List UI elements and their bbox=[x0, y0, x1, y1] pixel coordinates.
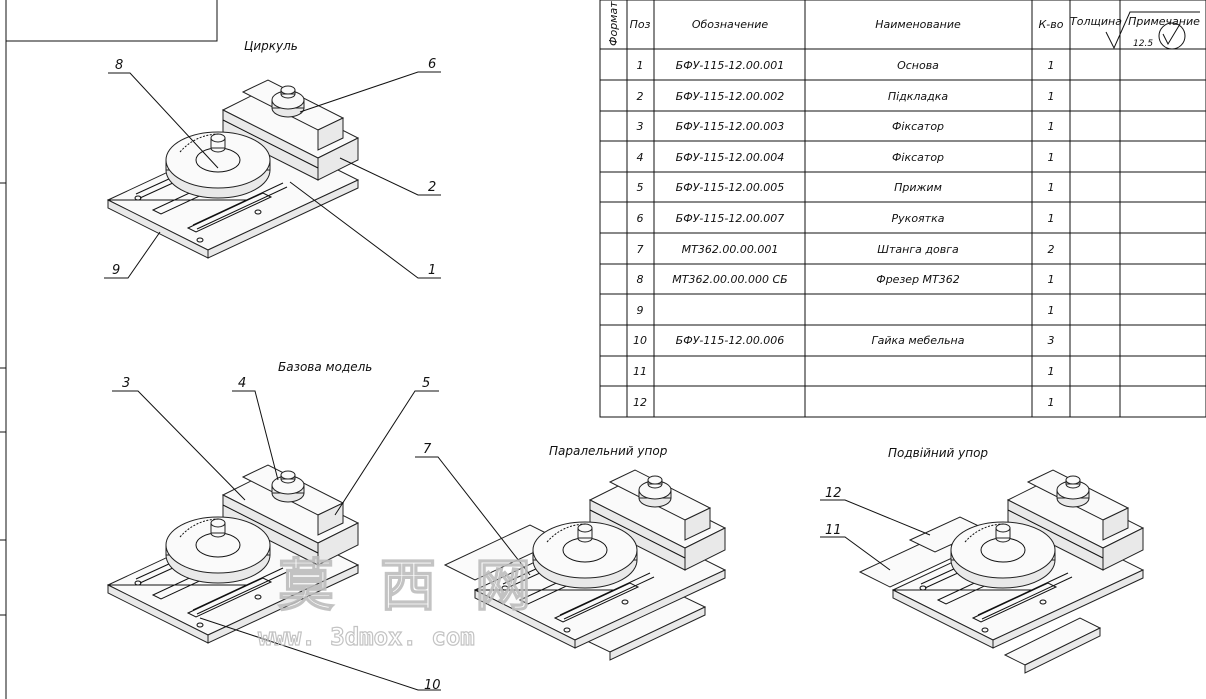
table-row: 11 1 bbox=[633, 365, 1055, 378]
svg-text:Штанга довга: Штанга довга bbox=[877, 243, 959, 256]
view-title-base: Базова модель bbox=[278, 360, 372, 374]
compass-assembly bbox=[107, 79, 359, 259]
table-row: 2 БФУ-115-12.00.002 Підкладка 1 bbox=[637, 90, 1055, 103]
header-qty: К-во bbox=[1039, 18, 1064, 31]
svg-text:1: 1 bbox=[637, 59, 644, 72]
watermark: 莫 西 网 www. 3dmox. com bbox=[257, 553, 531, 651]
svg-text:Фрезер МТ362: Фрезер МТ362 bbox=[876, 273, 960, 286]
callout-9: 9 bbox=[112, 263, 120, 278]
svg-text:Гайка мебельна: Гайка мебельна bbox=[872, 334, 965, 347]
callout-3: 3 bbox=[122, 376, 130, 391]
svg-text:1: 1 bbox=[1048, 59, 1055, 72]
header-format: Формат bbox=[607, 1, 620, 46]
svg-text:3: 3 bbox=[637, 120, 644, 133]
svg-text:Підкладка: Підкладка bbox=[888, 90, 949, 103]
watermark-url: www. 3dmox. com bbox=[258, 623, 475, 651]
table-row: 1 БФУ-115-12.00.001 Основа 1 bbox=[637, 59, 1055, 72]
callout-1: 1 bbox=[428, 263, 436, 278]
view-title-double: Подвійний упор bbox=[888, 446, 988, 460]
svg-text:МТ362.00.00.000 СБ: МТ362.00.00.000 СБ bbox=[672, 273, 787, 286]
table-row: 7 МТ362.00.00.001 Штанга довга 2 bbox=[637, 243, 1055, 256]
table-row: 6 БФУ-115-12.00.007 Рукоятка 1 bbox=[637, 212, 1055, 225]
svg-text:9: 9 bbox=[637, 304, 644, 317]
svg-text:Прижим: Прижим bbox=[894, 181, 942, 194]
callout-8: 8 bbox=[115, 58, 123, 73]
header-thickness: Толщина bbox=[1070, 15, 1122, 28]
svg-text:1: 1 bbox=[1048, 181, 1055, 194]
header-name: Наименование bbox=[875, 18, 961, 31]
view-title-parallel: Паралельний упор bbox=[549, 444, 668, 458]
svg-text:1: 1 bbox=[1048, 120, 1055, 133]
callout-2: 2 bbox=[428, 180, 436, 195]
table-row: 5 БФУ-115-12.00.005 Прижим 1 bbox=[637, 181, 1055, 194]
callout-12: 12 bbox=[825, 486, 842, 501]
svg-text:Основа: Основа bbox=[897, 59, 939, 72]
watermark-char: 莫 bbox=[278, 554, 334, 619]
callout-4: 4 bbox=[238, 376, 246, 391]
svg-text:2: 2 bbox=[1048, 243, 1055, 256]
table-row: 10 БФУ-115-12.00.006 Гайка мебельна 3 bbox=[633, 334, 1055, 347]
svg-text:12: 12 bbox=[633, 396, 647, 409]
svg-text:1: 1 bbox=[1048, 304, 1055, 317]
view-title-compass: Циркуль bbox=[244, 39, 298, 53]
header-code: Обозначение bbox=[692, 18, 769, 31]
svg-text:Фіксатор: Фіксатор bbox=[892, 151, 944, 164]
svg-text:1: 1 bbox=[1048, 151, 1055, 164]
svg-text:БФУ-115-12.00.004: БФУ-115-12.00.004 bbox=[676, 151, 785, 164]
svg-text:БФУ-115-12.00.005: БФУ-115-12.00.005 bbox=[676, 181, 785, 194]
svg-text:12.5: 12.5 bbox=[1133, 39, 1153, 49]
callout-5: 5 bbox=[422, 376, 430, 391]
svg-text:БФУ-115-12.00.003: БФУ-115-12.00.003 bbox=[676, 120, 785, 133]
specification-table: Формат Поз Обозначение Наименование К-во… bbox=[599, 0, 1206, 418]
callout-11: 11 bbox=[825, 523, 842, 538]
svg-text:БФУ-115-12.00.002: БФУ-115-12.00.002 bbox=[676, 90, 785, 103]
header-note: Примечание bbox=[1128, 15, 1200, 28]
callout-7: 7 bbox=[423, 442, 432, 457]
svg-text:Фіксатор: Фіксатор bbox=[892, 120, 944, 133]
svg-text:МТ362.00.00.001: МТ362.00.00.001 bbox=[682, 243, 779, 256]
svg-text:1: 1 bbox=[1048, 396, 1055, 409]
callout-10: 10 bbox=[424, 678, 441, 693]
svg-text:БФУ-115-12.00.007: БФУ-115-12.00.007 bbox=[676, 212, 785, 225]
svg-text:8: 8 bbox=[637, 273, 644, 286]
svg-text:10: 10 bbox=[633, 334, 647, 347]
callout-6: 6 bbox=[428, 57, 436, 72]
table-row: 12 1 bbox=[633, 396, 1055, 409]
svg-text:6: 6 bbox=[637, 212, 644, 225]
svg-text:2: 2 bbox=[637, 90, 644, 103]
svg-text:4: 4 bbox=[637, 151, 644, 164]
header-pos: Поз bbox=[630, 18, 651, 31]
svg-text:1: 1 bbox=[1048, 212, 1055, 225]
watermark-char: 西 bbox=[380, 554, 436, 619]
svg-text:11: 11 bbox=[633, 365, 647, 378]
svg-text:1: 1 bbox=[1048, 365, 1055, 378]
svg-text:5: 5 bbox=[637, 181, 644, 194]
svg-text:3: 3 bbox=[1048, 334, 1055, 347]
table-row: 9 1 bbox=[637, 304, 1055, 317]
table-row: 4 БФУ-115-12.00.004 Фіксатор 1 bbox=[637, 151, 1055, 164]
watermark-char: 网 bbox=[475, 554, 531, 619]
svg-text:Рукоятка: Рукоятка bbox=[892, 212, 945, 225]
table-row: 3 БФУ-115-12.00.003 Фіксатор 1 bbox=[637, 120, 1055, 133]
svg-text:БФУ-115-12.00.001: БФУ-115-12.00.001 bbox=[676, 59, 785, 72]
stamp-box bbox=[6, 0, 218, 42]
svg-text:БФУ-115-12.00.006: БФУ-115-12.00.006 bbox=[676, 334, 785, 347]
table-row: 8 МТ362.00.00.000 СБ Фрезер МТ362 1 bbox=[637, 273, 1055, 286]
svg-text:1: 1 bbox=[1048, 273, 1055, 286]
svg-text:7: 7 bbox=[637, 243, 644, 256]
svg-text:1: 1 bbox=[1048, 90, 1055, 103]
roughness-symbol: 12.5 bbox=[1105, 11, 1200, 50]
